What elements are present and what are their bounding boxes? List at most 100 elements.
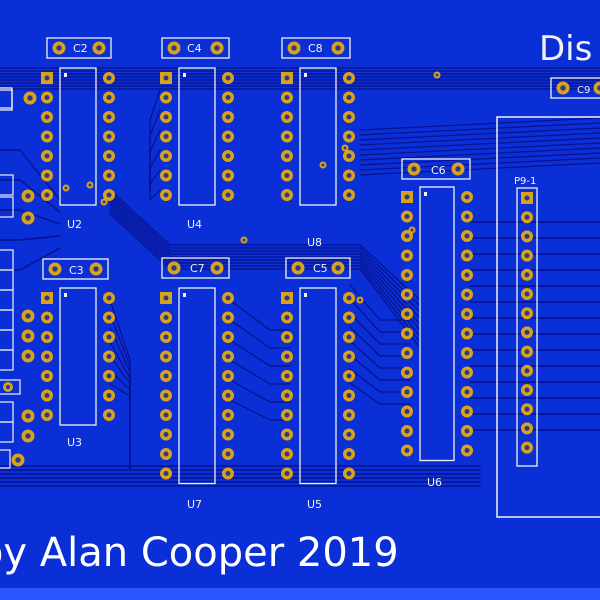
- pad-drill-hole: [284, 314, 290, 321]
- pad-drill-hole: [404, 252, 410, 259]
- pad-drill-hole: [15, 457, 21, 463]
- copper-trace: [359, 157, 600, 171]
- pad-drill-hole: [346, 334, 352, 340]
- copper-trace: [359, 117, 600, 131]
- copper-trace: [359, 137, 600, 151]
- copper-trace: [109, 192, 421, 307]
- capacitor-outline: [401, 158, 471, 180]
- pad-drill-hole: [404, 194, 410, 200]
- pad-drill-hole: [464, 291, 470, 298]
- pad-drill-hole: [225, 75, 231, 81]
- pin1-marker: [183, 73, 186, 77]
- pad-drill-hole: [346, 314, 352, 321]
- pad-drill-hole: [435, 73, 439, 77]
- pad-drill-hole: [214, 45, 220, 51]
- pad-drill-hole: [346, 133, 352, 140]
- pad-drill-hole: [44, 334, 50, 340]
- pad-drill-hole: [163, 392, 169, 399]
- pad-drill-hole: [524, 272, 530, 278]
- pad-drill-hole: [284, 133, 290, 140]
- copper-trace: [229, 359, 291, 385]
- copper-trace: [359, 142, 600, 156]
- pad-drill-hole: [464, 369, 470, 376]
- pad-drill-hole: [411, 166, 417, 172]
- pad-drill-hole: [321, 163, 325, 167]
- pad-drill-hole: [106, 153, 112, 159]
- chip-label-u8: U8: [307, 236, 322, 249]
- pad-drill-hole: [64, 186, 68, 190]
- cap-label-c2: C2: [73, 42, 88, 55]
- cap-label-c9: C9: [577, 85, 590, 96]
- cap-label-c3: C3: [69, 264, 84, 277]
- pad-drill-hole: [346, 114, 352, 120]
- pad-drill-hole: [163, 470, 169, 477]
- pad-drill-hole: [106, 75, 112, 81]
- solder-pads: [3, 41, 600, 480]
- chip-outline: [299, 67, 337, 206]
- pad-drill-hole: [410, 228, 414, 232]
- chip-label-u2: U2: [67, 218, 82, 231]
- pad-drill-hole: [242, 238, 246, 242]
- pad-drill-hole: [404, 291, 410, 298]
- copper-trace: [0, 179, 61, 213]
- pad-drill-hole: [102, 200, 106, 204]
- pad-drill-hole: [346, 94, 352, 101]
- pad-drill-hole: [25, 333, 31, 339]
- copper-trace: [109, 213, 421, 349]
- header-outline: [516, 187, 538, 467]
- chip-label-u3: U3: [67, 436, 82, 449]
- pad-drill-hole: [346, 172, 352, 179]
- edge-outline: [0, 174, 14, 196]
- chip-label-u4: U4: [187, 218, 202, 231]
- capacitor-outline: [285, 257, 351, 279]
- pad-drill-hole: [163, 172, 169, 179]
- copper-trace: [359, 127, 600, 141]
- capacitor-outline: [550, 77, 600, 99]
- copper-trace: [229, 379, 291, 403]
- chip-outline: [59, 67, 97, 206]
- capacitor-outline: [161, 257, 230, 279]
- pad-drill-hole: [404, 272, 410, 278]
- pad-drill-hole: [106, 133, 112, 140]
- pad-drill-hole: [335, 265, 341, 271]
- pad-drill-hole: [346, 431, 352, 438]
- pad-drill-hole: [284, 75, 290, 81]
- pad-drill-hole: [284, 392, 290, 399]
- pad-drill-hole: [284, 353, 290, 360]
- pad-drill-hole: [346, 470, 352, 477]
- pad-drill-hole: [106, 114, 112, 120]
- pad-drill-hole: [524, 233, 530, 239]
- pad-drill-hole: [404, 428, 410, 434]
- copper-traces: [0, 67, 600, 487]
- copper-trace: [349, 382, 411, 405]
- pad-drill-hole: [524, 291, 530, 297]
- pad-drill-hole: [464, 447, 470, 454]
- pad-drill-hole: [225, 431, 231, 438]
- pad-drill-hole: [93, 266, 99, 272]
- pad-drill-hole: [225, 295, 231, 301]
- pad-drill-hole: [163, 353, 169, 360]
- pad-drill-hole: [27, 95, 33, 101]
- board-title-text: Dis: [539, 29, 592, 69]
- pad-drill-hole: [44, 114, 50, 120]
- pad-drill-hole: [346, 153, 352, 159]
- pin1-marker: [183, 293, 186, 297]
- copper-trace: [349, 368, 411, 393]
- cap-label-c6: C6: [431, 164, 446, 177]
- copper-trace: [109, 210, 421, 343]
- copper-trace: [149, 149, 161, 191]
- pad-drill-hole: [56, 45, 62, 51]
- copper-trace: [109, 198, 421, 319]
- copper-trace: [229, 319, 291, 349]
- copper-trace: [349, 354, 411, 381]
- pin1-marker: [64, 73, 67, 77]
- copper-trace: [109, 383, 131, 471]
- pad-drill-hole: [25, 313, 31, 319]
- pin1-marker: [64, 293, 67, 297]
- pad-drill-hole: [44, 172, 50, 179]
- pad-drill-hole: [171, 45, 177, 51]
- pad-drill-hole: [346, 412, 352, 418]
- connector-label-p9-1: P9-1: [514, 176, 536, 187]
- pad-drill-hole: [225, 314, 231, 321]
